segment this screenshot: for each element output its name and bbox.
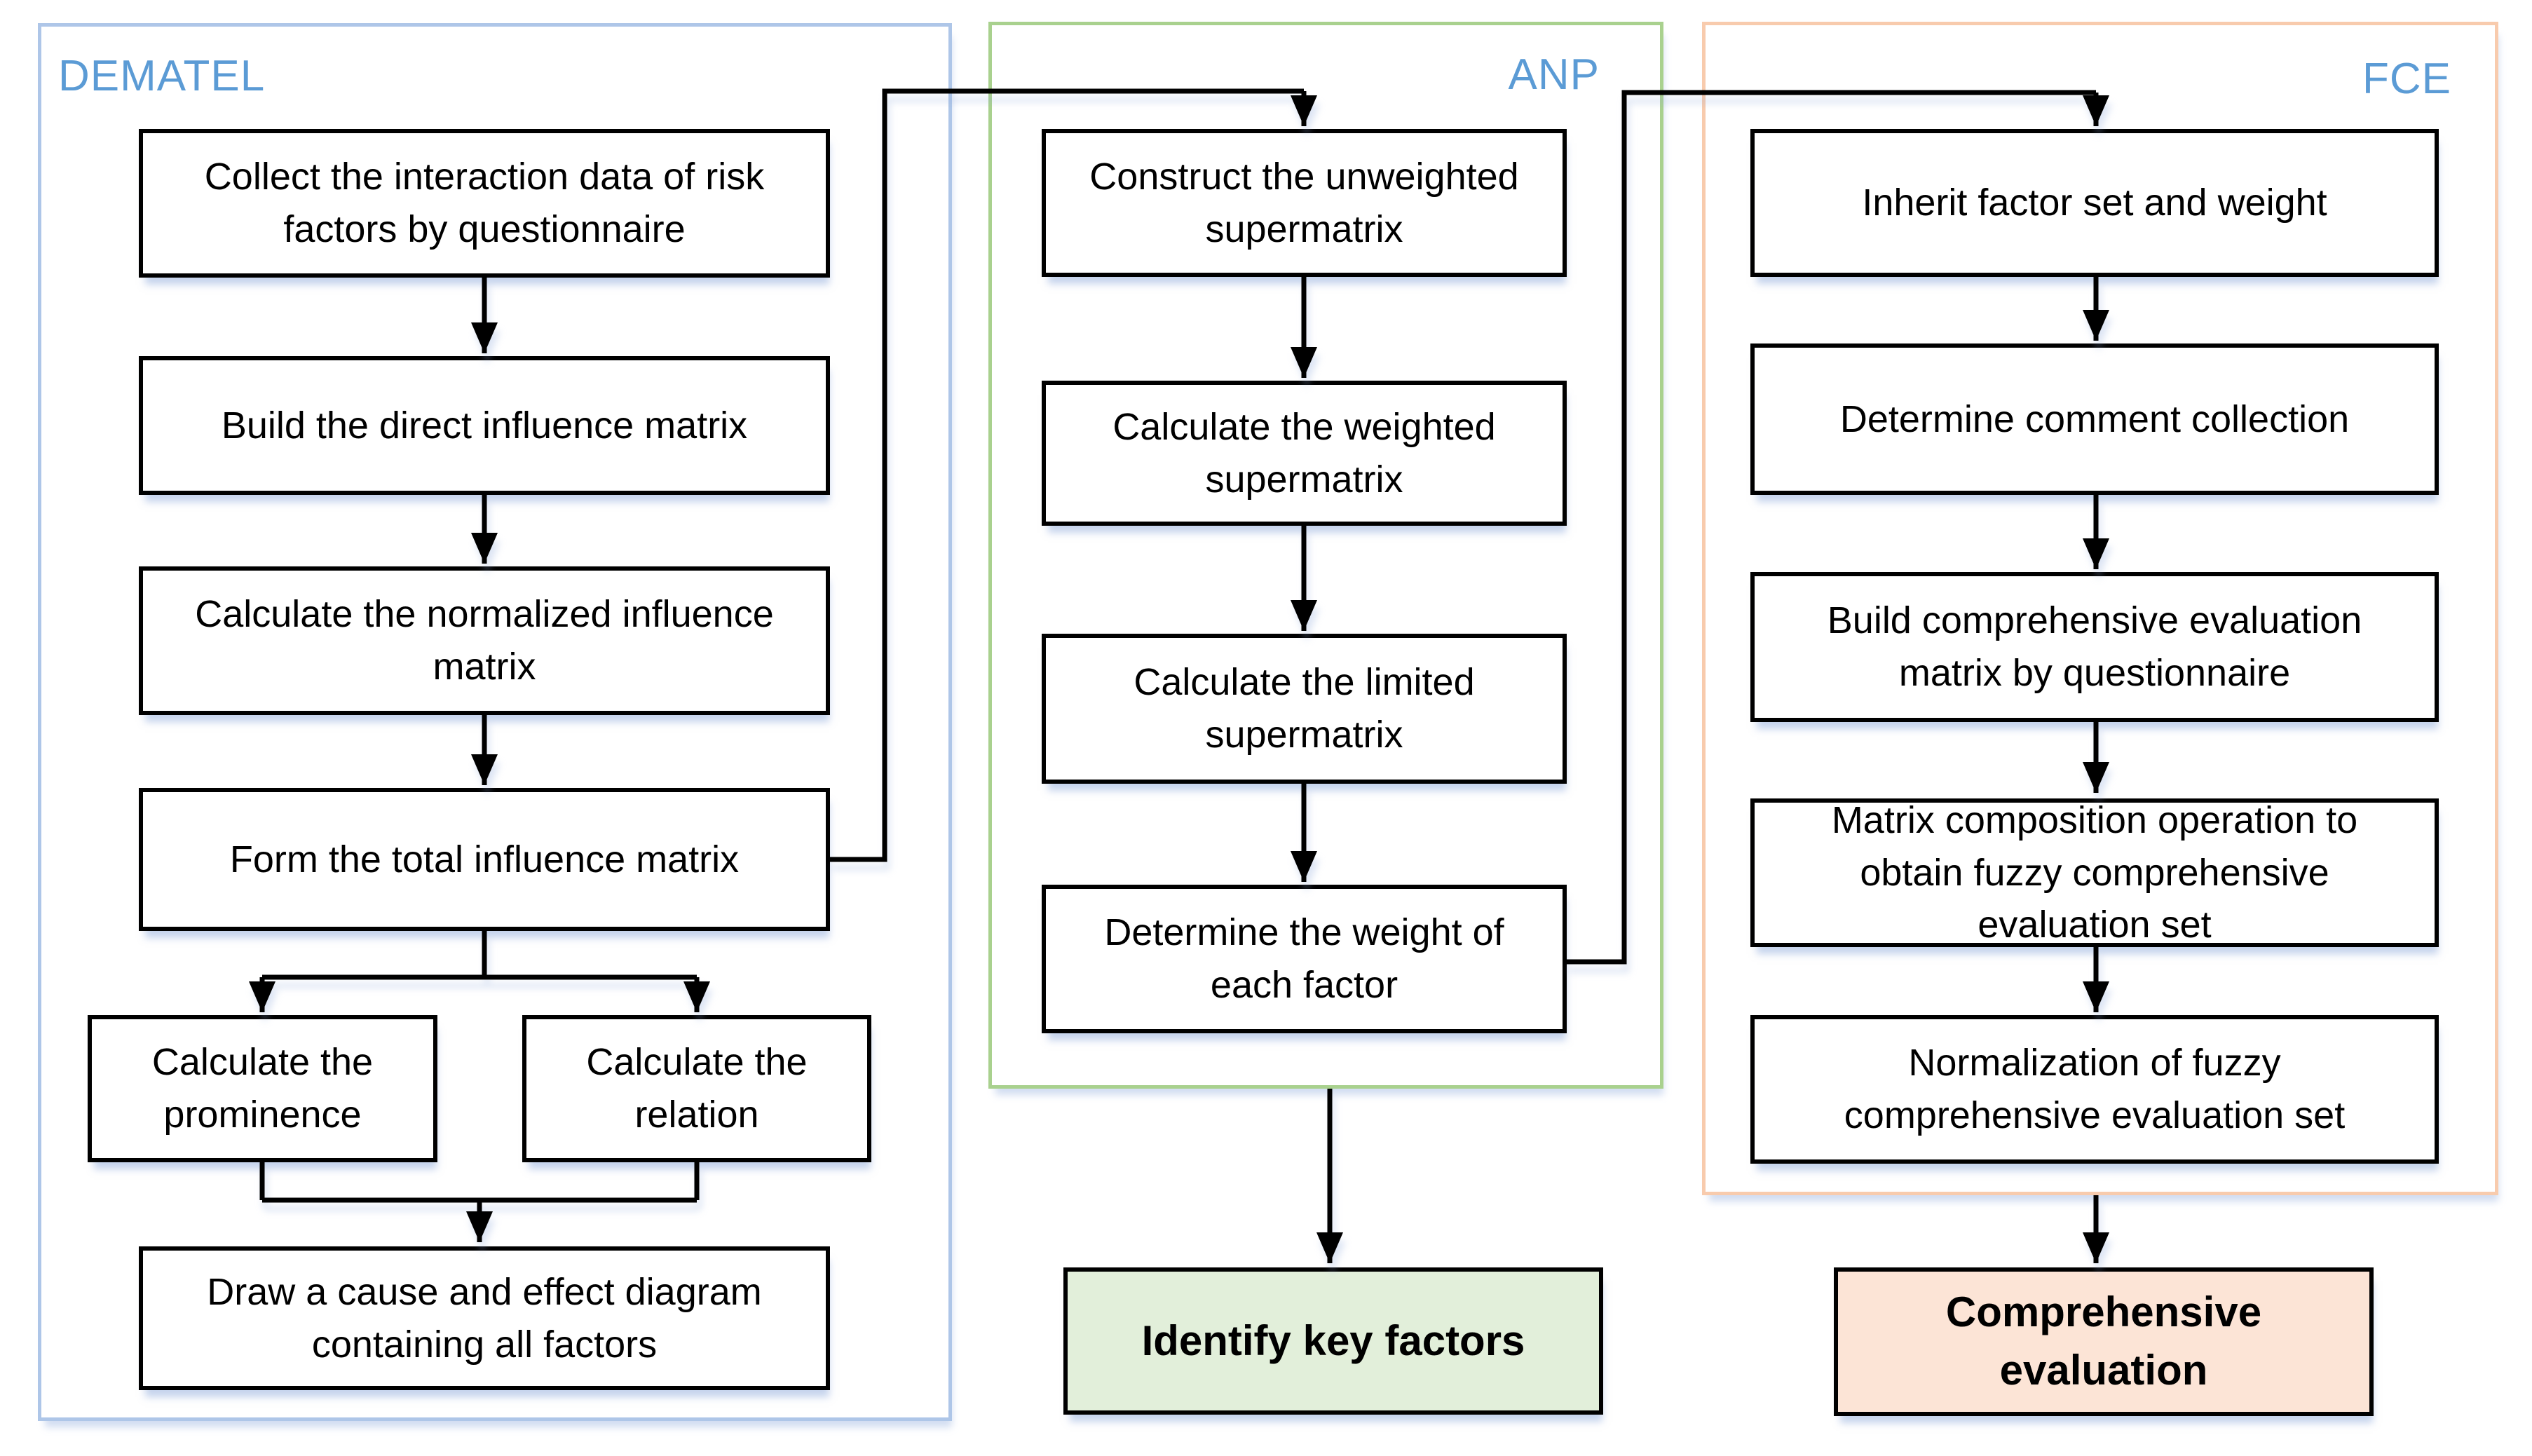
box-calculate-prominence: Calculate the prominence [88, 1015, 437, 1162]
box-collect-interaction-data: Collect the interaction data of risk fac… [139, 129, 830, 278]
box-determine-weight-of-each-factor: Determine the weight of each factor [1042, 885, 1567, 1033]
box-label: Identify key factors [1141, 1316, 1525, 1364]
panel-label-dematel: DEMATEL [58, 52, 266, 100]
panel-label-fce: FCE [2362, 55, 2451, 103]
box-label: Calculate the normalized influence matri… [195, 593, 774, 688]
box-normalization-of-fuzzy-set: Normalization of fuzzy comprehensive eva… [1750, 1015, 2439, 1164]
box-label: Determine comment collection [1839, 397, 2350, 440]
box-build-comprehensive-evaluation-matrix: Build comprehensive evaluation matrix by… [1750, 572, 2439, 722]
box-calculate-relation: Calculate the relation [522, 1015, 871, 1162]
box-calculate-normalized-influence-matrix: Calculate the normalized influence matri… [139, 566, 830, 715]
box-calculate-weighted-supermatrix: Calculate the weighted supermatrix [1042, 381, 1567, 526]
box-label: Comprehensive evaluation [1945, 1288, 2262, 1394]
box-label: Build the direct influence matrix [221, 404, 748, 447]
box-construct-unweighted-supermatrix: Construct the unweighted supermatrix [1042, 129, 1567, 277]
box-inherit-factor-set-and-weight: Inherit factor set and weight [1750, 129, 2439, 277]
box-label: Normalization of fuzzy comprehensive eva… [1844, 1042, 2346, 1136]
box-identify-key-factors: Identify key factors [1063, 1267, 1603, 1415]
box-calculate-limited-supermatrix: Calculate the limited supermatrix [1042, 634, 1567, 784]
box-label: Inherit factor set and weight [1862, 182, 2327, 224]
box-form-total-influence-matrix: Form the total influence matrix [139, 788, 830, 931]
box-label: Draw a cause and effect diagram containi… [207, 1270, 762, 1366]
box-label: Form the total influence matrix [229, 838, 740, 880]
box-matrix-composition-operation: Matrix composition operation to obtain f… [1750, 798, 2439, 947]
box-label: Matrix composition operation to obtain f… [1831, 799, 2358, 946]
box-determine-comment-collection: Determine comment collection [1750, 343, 2439, 495]
box-label: Calculate the relation [586, 1041, 808, 1136]
box-draw-cause-effect-diagram: Draw a cause and effect diagram containi… [139, 1246, 830, 1390]
box-label: Build comprehensive evaluation matrix by… [1827, 599, 2362, 694]
panel-label-anp: ANP [1508, 50, 1600, 99]
box-label: Construct the unweighted supermatrix [1089, 155, 1519, 250]
box-comprehensive-evaluation: Comprehensive evaluation [1834, 1267, 2374, 1416]
box-label: Collect the interaction data of risk fac… [204, 156, 765, 250]
box-label: Calculate the weighted supermatrix [1112, 405, 1496, 501]
box-label: Calculate the limited supermatrix [1134, 661, 1475, 756]
box-label: Calculate the prominence [151, 1041, 374, 1136]
box-label: Determine the weight of each factor [1104, 911, 1504, 1006]
box-build-direct-influence-matrix: Build the direct influence matrix [139, 356, 830, 495]
